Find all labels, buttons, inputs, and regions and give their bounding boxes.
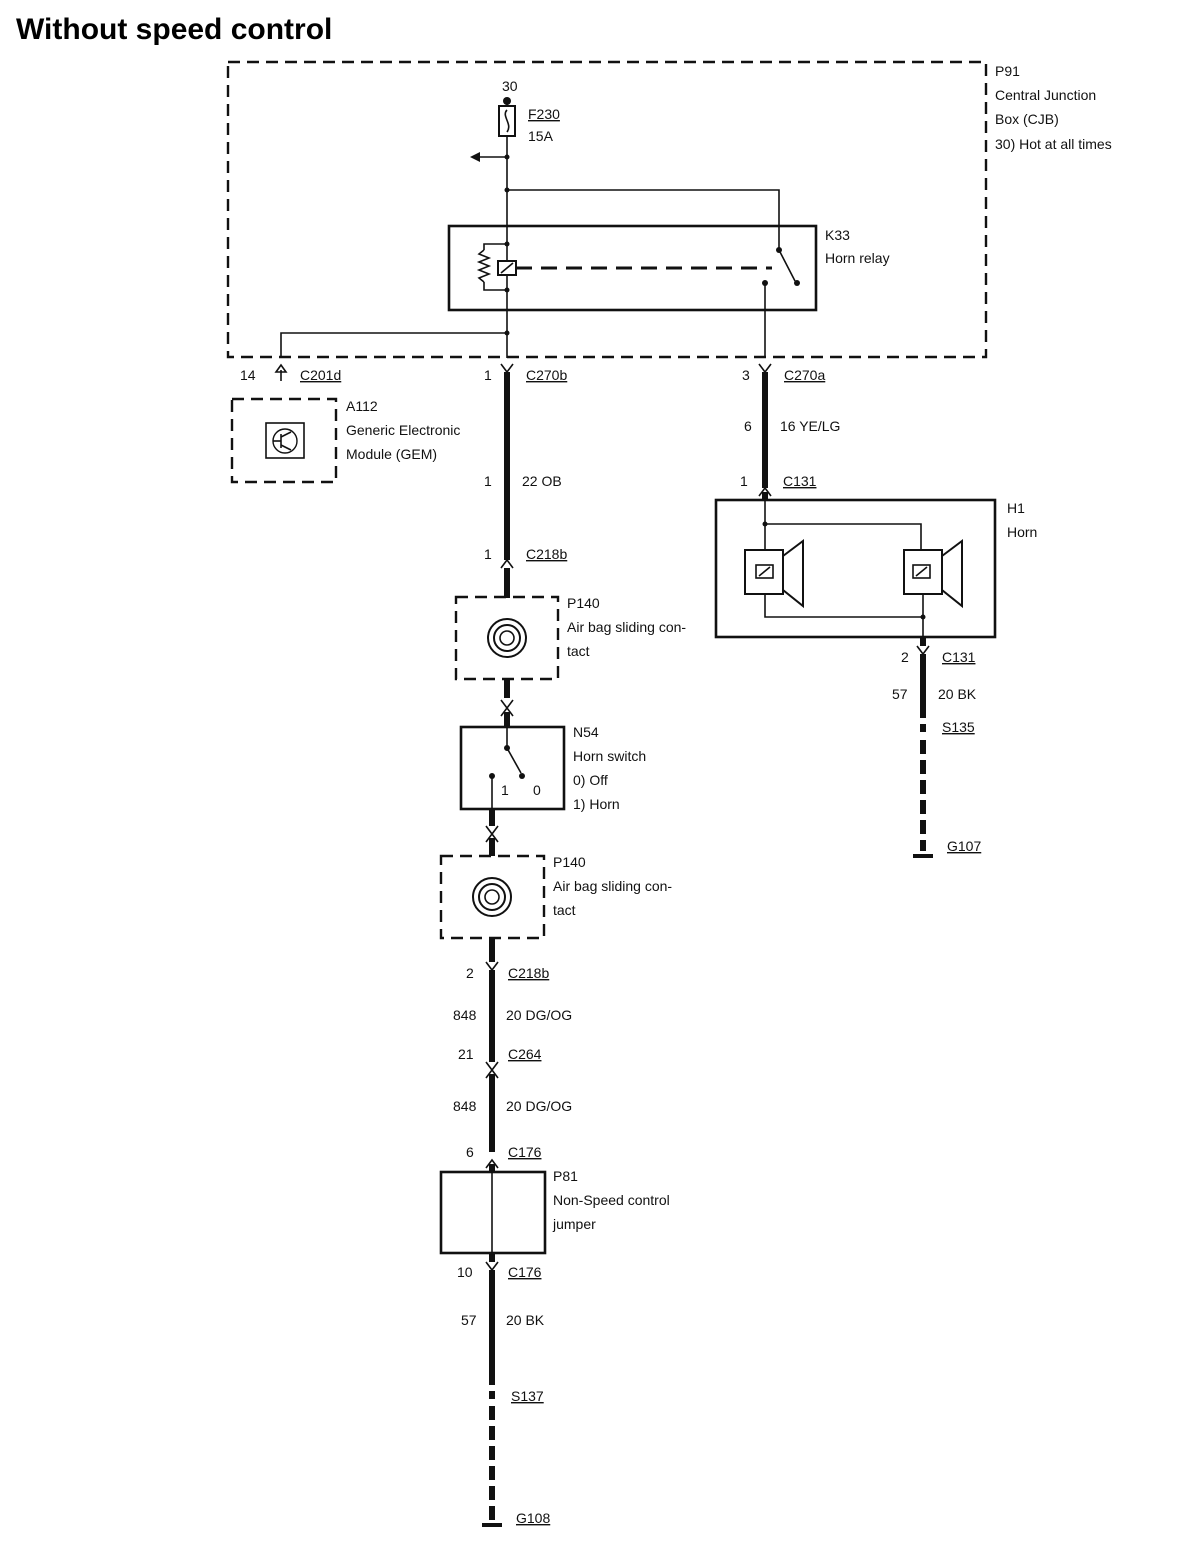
c264-connector: C264: [508, 1046, 542, 1062]
cjb-box: [226, 60, 988, 359]
clockspring-upper-box: [454, 595, 560, 681]
gem-id: A112: [346, 398, 378, 414]
cjb-terminal-label: 30: [502, 78, 518, 94]
jumper-id: P81: [553, 1168, 578, 1184]
relay-k33-box: [447, 224, 818, 312]
relay-name: Horn relay: [825, 250, 890, 266]
jumper-name-line1: Non-Speed control: [553, 1192, 670, 1208]
jumper-name-line2: jumper: [552, 1216, 596, 1232]
fuse-element-icon: [504, 109, 510, 133]
lower-wire2-circuit: 848: [453, 1098, 477, 1114]
cjb-note: 30) Hot at all times: [995, 136, 1112, 152]
c270a-pin: 3: [742, 367, 750, 383]
clockspring-lower-icon: [472, 877, 512, 917]
cjb-name-line1: Central Junction: [995, 87, 1096, 103]
c218b-bottom-connector: C218b: [508, 965, 549, 981]
cjb-id: P91: [995, 63, 1020, 79]
horn1-trumpet-icon: [782, 539, 804, 609]
horn-h1-box: [714, 498, 997, 639]
fuse-id: F230: [528, 106, 560, 122]
gem-connector: C201d: [300, 367, 341, 383]
c176-bottom-connector: C176: [508, 1264, 542, 1280]
lower-wire2-spec: 20 DG/OG: [506, 1098, 572, 1114]
splice-s135-mark: [920, 724, 926, 732]
right-wire-spec: 16 YE/LG: [780, 418, 840, 434]
jumper-p81-box: [439, 1170, 547, 1255]
resistor-icon: [476, 249, 492, 283]
horn-switch-id: N54: [573, 724, 599, 740]
c270a-connector: C270a: [784, 367, 825, 383]
gem-connector-icon: [274, 363, 288, 373]
gem-name-line1: Generic Electronic: [346, 422, 460, 438]
clockspring-upper-icon: [487, 618, 527, 658]
lower-wire1-spec: 20 DG/OG: [506, 1007, 572, 1023]
c131-out-pin: 2: [901, 649, 909, 665]
c218b-top-pin: 1: [484, 546, 492, 562]
relay-id: K33: [825, 227, 850, 243]
horn-switch-contact-icon: [506, 747, 522, 774]
right-wire2-circuit: 57: [892, 686, 908, 702]
gem-name-line2: Module (GEM): [346, 446, 437, 462]
right-wire2-spec: 20 BK: [938, 686, 977, 702]
right-wire-circuit: 6: [744, 418, 752, 434]
clockspring-lower-id: P140: [553, 854, 586, 870]
left-wire-spec: 22 OB: [522, 473, 562, 489]
horn-switch-state0: 0) Off: [573, 772, 608, 788]
c218b-top-connector: C218b: [526, 546, 567, 562]
c176-top-connector: C176: [508, 1144, 542, 1160]
horn-switch-pos0: 0: [533, 782, 541, 798]
clockspring-lower-name-line2: tact: [553, 902, 576, 918]
splice-s135: S135: [942, 719, 975, 735]
clockspring-lower-box: [439, 854, 546, 940]
gem-module-box: [230, 397, 338, 484]
c270b-connector: C270b: [526, 367, 567, 383]
left-wire-circuit: 1: [484, 473, 492, 489]
splice-s137-mark: [489, 1391, 495, 1399]
relay-contact-icon: [778, 249, 796, 282]
horn-id: H1: [1007, 500, 1025, 516]
clockspring-upper-name-line1: Air bag sliding con-: [567, 619, 686, 635]
c131-in-pin: 1: [740, 473, 748, 489]
continuation-arrow-icon: [470, 152, 480, 162]
splice-s137: S137: [511, 1388, 544, 1404]
horn-switch-pos1: 1: [501, 782, 509, 798]
lower-wire3-circuit: 57: [461, 1312, 477, 1328]
horn-switch-name: Horn switch: [573, 748, 646, 764]
ground-g108: G108: [516, 1510, 550, 1526]
cjb-name-line2: Box (CJB): [995, 111, 1059, 127]
horn1-body-icon: [744, 549, 784, 595]
gem-pin: 14: [240, 367, 256, 383]
c176-bottom-pin: 10: [457, 1264, 473, 1280]
lower-wire1-circuit: 848: [453, 1007, 477, 1023]
c131-in-connector: C131: [783, 473, 817, 489]
fuse-rating: 15A: [528, 128, 554, 144]
page-title: Without speed control: [16, 13, 332, 46]
c218b-bottom-pin: 2: [466, 965, 474, 981]
c131-out-connector: C131: [942, 649, 976, 665]
horn-name: Horn: [1007, 524, 1037, 540]
horn-switch-box: [459, 725, 566, 811]
clockspring-lower-name-line1: Air bag sliding con-: [553, 878, 672, 894]
horn2-trumpet-icon: [941, 539, 963, 609]
ground-g107: G107: [947, 838, 981, 854]
lower-wire3-spec: 20 BK: [506, 1312, 545, 1328]
clockspring-upper-id: P140: [567, 595, 600, 611]
clockspring-upper-name-line2: tact: [567, 643, 590, 659]
c270b-pin: 1: [484, 367, 492, 383]
horn-switch-state1: 1) Horn: [573, 796, 620, 812]
c176-top-pin: 6: [466, 1144, 474, 1160]
c264-pin: 21: [458, 1046, 474, 1062]
